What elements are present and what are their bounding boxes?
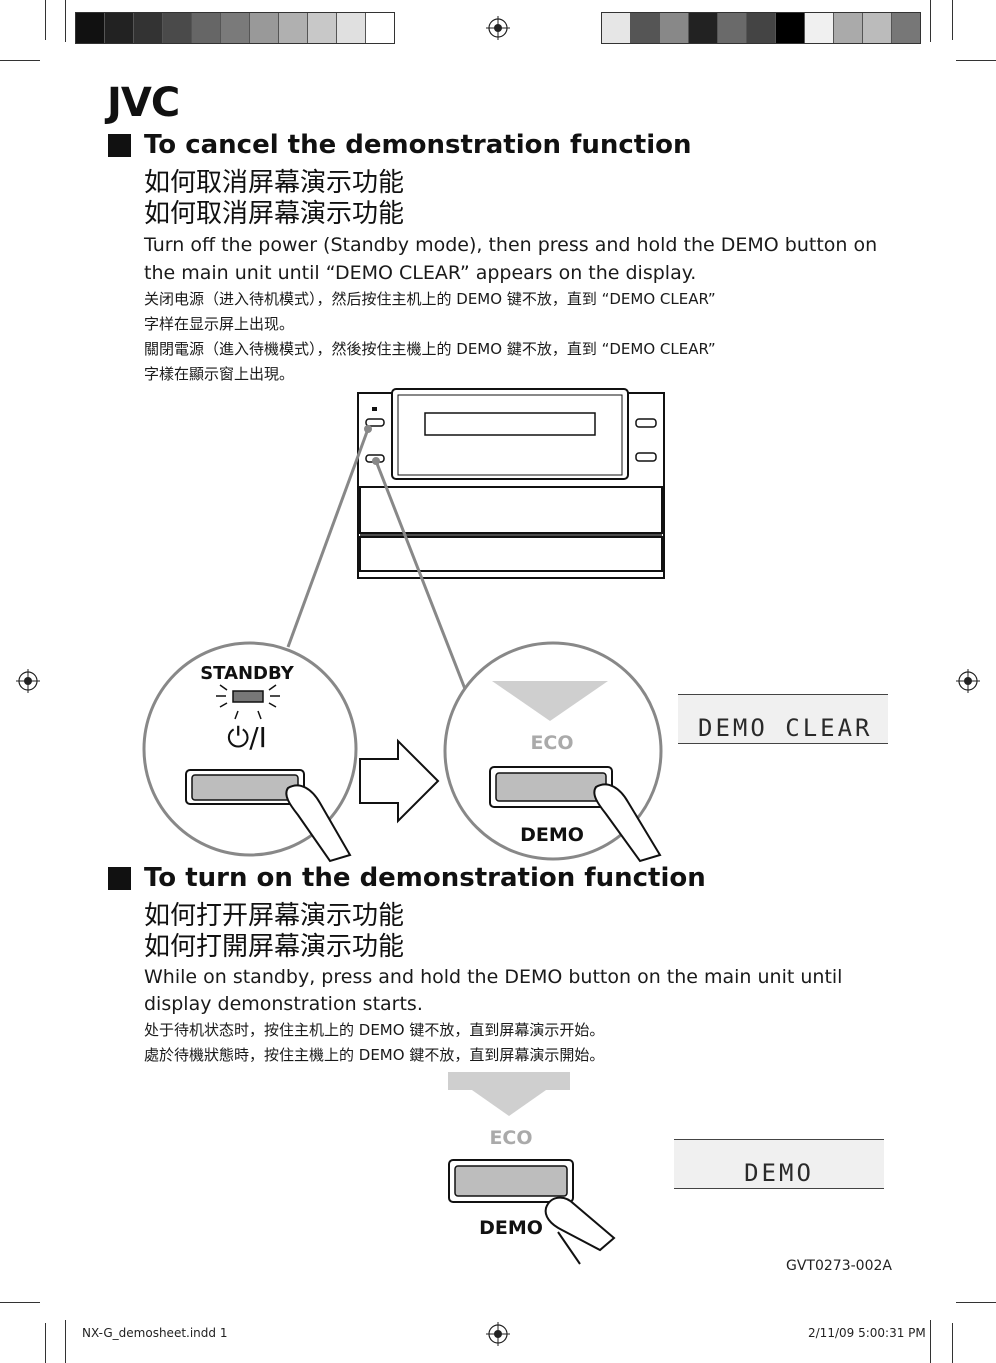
turn-on-body-en-line2: display demonstration starts. [144, 993, 423, 1015]
crop-mark [45, 1323, 46, 1363]
turn-on-heading-zh-traditional: 如何打開屏幕演示功能 [144, 932, 405, 962]
demo-display: DEMO [674, 1139, 884, 1189]
crop-mark [0, 1302, 40, 1303]
cancel-heading-zh-traditional: 如何取消屏幕演示功能 [144, 199, 405, 229]
turn-on-body-zh-simplified: 处于待机状态时，按住主机上的 DEMO 键不放，直到屏幕演示开始。 [144, 1021, 605, 1039]
press-arrow-icon [492, 681, 608, 721]
cancel-body-zh-simplified-line2: 字样在显示屏上出现。 [144, 315, 295, 333]
eco-label: ECO [530, 732, 573, 754]
turn-on-body-en-line1: While on standby, press and hold the DEM… [144, 966, 843, 988]
standby-label: STANDBY [200, 663, 295, 684]
demo-clear-display: DEMO CLEAR [678, 694, 888, 744]
crop-mark [0, 60, 40, 61]
cancel-body-en-line2: the main unit until “DEMO CLEAR” appears… [144, 262, 697, 284]
registration-mark-icon [956, 669, 980, 693]
cancel-body-zh-simplified-line1: 关闭电源（进入待机模式），然后按住主机上的 DEMO 键不放，直到 “DEMO … [144, 290, 716, 308]
crop-mark [956, 60, 996, 61]
frame-line [930, 1320, 931, 1363]
demo-label: DEMO [520, 824, 584, 846]
registration-mark-icon [486, 16, 510, 40]
eco-label: ECO [489, 1127, 532, 1149]
cancel-body-en-line1: Turn off the power (Standby mode), then … [144, 234, 878, 256]
registration-mark-icon [486, 1322, 510, 1346]
cancel-heading-en: To cancel the demonstration function [144, 130, 692, 160]
footer-file-info: NX-G_demosheet.indd 1 [82, 1326, 228, 1340]
power-icon: ⏻/I [227, 721, 267, 754]
frame-line [65, 1320, 66, 1363]
frame-line [930, 0, 931, 42]
demo-label: DEMO [479, 1217, 543, 1239]
demo-button-illustration: ECO DEMO [448, 1072, 616, 1265]
document-number: GVT0273-002A [786, 1258, 892, 1274]
main-unit [357, 388, 665, 579]
turn-on-body-zh-traditional: 處於待機狀態時，按住主機上的 DEMO 鍵不放，直到屏幕演示開始。 [144, 1046, 605, 1064]
crop-mark [952, 0, 953, 40]
footer-timestamp: 2/11/09 5:00:31 PM [808, 1326, 926, 1340]
next-arrow-icon [359, 738, 440, 824]
section-bullet [108, 867, 131, 890]
crop-mark [45, 0, 46, 40]
frame-line [65, 0, 66, 42]
demo-zoom-circle: ECO DEMO [443, 641, 663, 863]
crop-mark [956, 1302, 996, 1303]
main-unit-illustration: STANDBY ⏻/I ECO DEMO [142, 388, 665, 863]
gray-color-bar [75, 12, 395, 44]
turn-on-heading-zh-simplified: 如何打开屏幕演示功能 [144, 901, 405, 931]
cancel-heading-zh-simplified: 如何取消屏幕演示功能 [144, 168, 405, 198]
crop-mark [952, 1323, 953, 1363]
led-glow-icon [216, 684, 280, 720]
section-bullet [108, 134, 131, 157]
cancel-body-zh-traditional-line2: 字樣在顯示窗上出現。 [144, 365, 295, 383]
tone-color-bar [601, 12, 921, 44]
standby-zoom-circle: STANDBY ⏻/I [142, 641, 358, 863]
turn-on-heading-en: To turn on the demonstration function [144, 863, 706, 893]
jvc-logo: JVC [107, 80, 180, 126]
registration-mark-icon [16, 669, 40, 693]
cancel-body-zh-traditional-line1: 關閉電源（進入待機模式），然後按住主機上的 DEMO 鍵不放，直到 “DEMO … [144, 340, 716, 358]
